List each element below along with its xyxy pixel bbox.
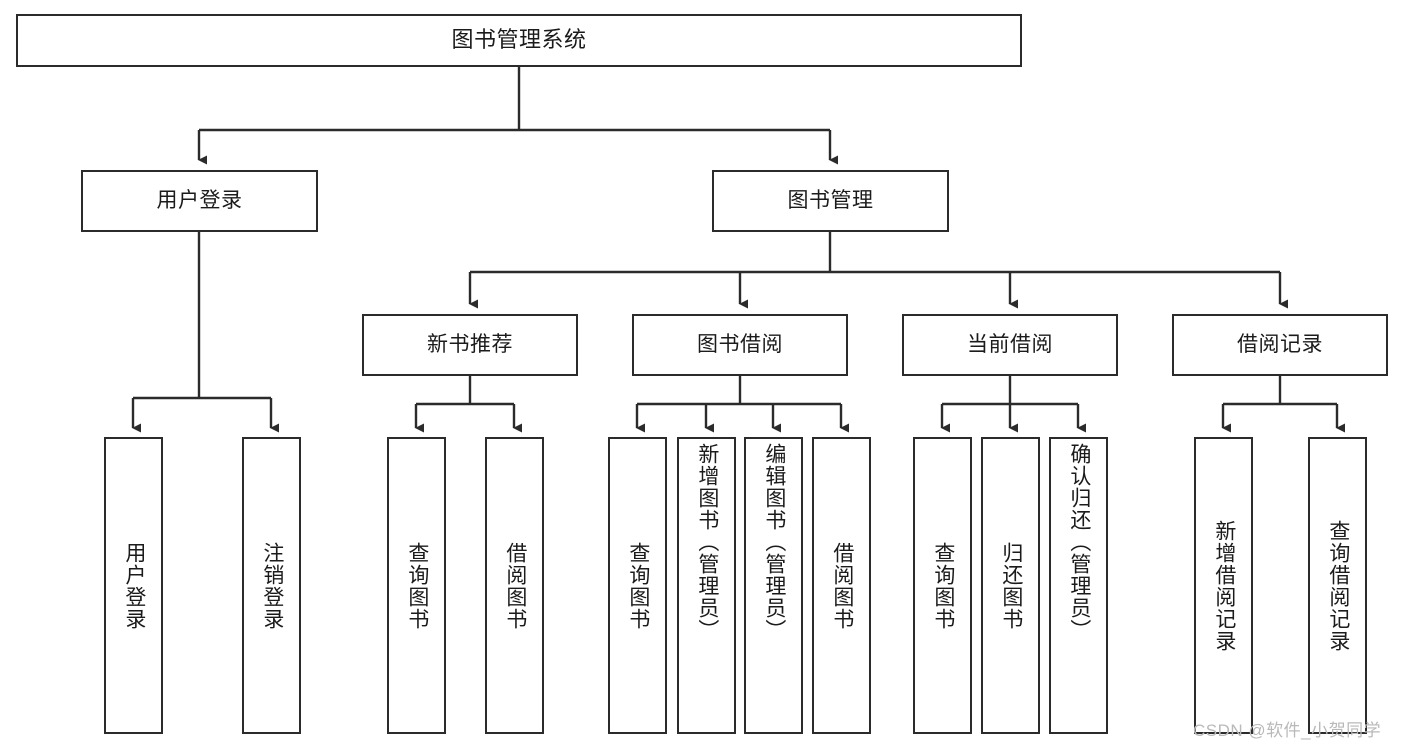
node-leaf-add-record-label: 新增借阅记录: [1212, 519, 1236, 652]
node-borrow-record-label: 借阅记录: [1237, 333, 1323, 357]
node-borrow-record[interactable]: 借阅记录: [1172, 314, 1388, 376]
node-leaf-query-book-1-label: 查询图书: [405, 541, 429, 630]
node-leaf-add-record[interactable]: 新增借阅记录: [1194, 437, 1253, 734]
csdn-watermark: CSDN @软件_小贺同学: [1193, 721, 1382, 740]
node-leaf-borrow-book-1[interactable]: 借阅图书: [485, 437, 544, 734]
node-leaf-borrow-book-2-label: 借阅图书: [830, 541, 854, 630]
node-user-login-label: 用户登录: [156, 189, 243, 213]
node-leaf-edit-book[interactable]: 编辑图书（管理员）: [744, 437, 803, 734]
node-leaf-borrow-book-1-label: 借阅图书: [503, 541, 527, 630]
node-leaf-query-book-3-label: 查询图书: [931, 541, 955, 630]
node-root[interactable]: 图书管理系统: [16, 14, 1022, 67]
node-current-borrow[interactable]: 当前借阅: [902, 314, 1118, 376]
node-leaf-query-book-2-label: 查询图书: [626, 541, 650, 630]
node-leaf-edit-book-label: 编辑图书（管理员）: [762, 443, 786, 641]
node-leaf-return-book[interactable]: 归还图书: [981, 437, 1040, 734]
node-leaf-add-book-label: 新增图书（管理员）: [695, 443, 719, 641]
node-leaf-add-book[interactable]: 新增图书（管理员）: [677, 437, 736, 734]
node-leaf-user-login-label: 用户登录: [122, 541, 146, 630]
node-leaf-logout-label: 注销登录: [260, 541, 284, 630]
node-leaf-query-book-1[interactable]: 查询图书: [387, 437, 446, 734]
node-root-label: 图书管理系统: [451, 27, 587, 53]
node-book-manage-label: 图书管理: [787, 189, 874, 213]
node-book-borrow[interactable]: 图书借阅: [632, 314, 848, 376]
node-book-manage[interactable]: 图书管理: [712, 170, 949, 232]
node-leaf-return-book-label: 归还图书: [999, 541, 1023, 630]
node-leaf-logout[interactable]: 注销登录: [242, 437, 301, 734]
node-current-borrow-label: 当前借阅: [967, 333, 1053, 357]
node-leaf-query-record-label: 查询借阅记录: [1326, 519, 1350, 652]
node-leaf-confirm-return[interactable]: 确认归还（管理员）: [1049, 437, 1108, 734]
node-leaf-confirm-return-label: 确认归还（管理员）: [1067, 443, 1091, 641]
node-new-book-recommend[interactable]: 新书推荐: [362, 314, 578, 376]
node-leaf-query-book-3[interactable]: 查询图书: [913, 437, 972, 734]
node-user-login[interactable]: 用户登录: [81, 170, 318, 232]
node-leaf-query-book-2[interactable]: 查询图书: [608, 437, 667, 734]
node-leaf-borrow-book-2[interactable]: 借阅图书: [812, 437, 871, 734]
node-book-borrow-label: 图书借阅: [697, 333, 783, 357]
node-leaf-query-record[interactable]: 查询借阅记录: [1308, 437, 1367, 734]
node-new-book-recommend-label: 新书推荐: [427, 333, 513, 357]
node-leaf-user-login[interactable]: 用户登录: [104, 437, 163, 734]
